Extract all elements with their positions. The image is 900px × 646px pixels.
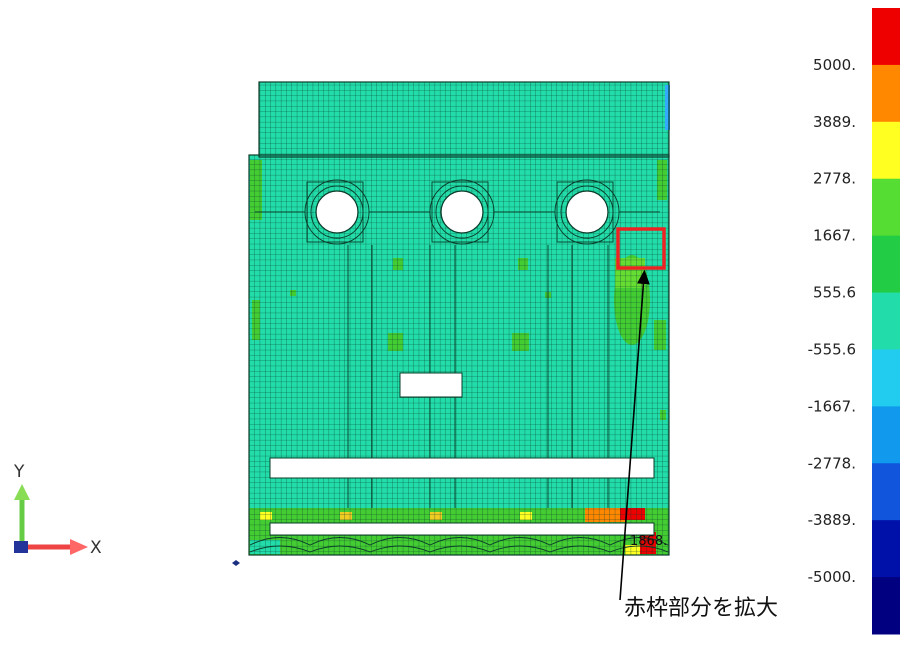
annotation-text: 赤枠部分を拡大 [624,596,778,621]
legend-swatch [872,64,900,123]
legend-labels: 5000. 3889. 2778. 1667. 555.6 -555.6 -1667. -27… [808,56,856,586]
legend-swatch [872,577,900,635]
legend-swatch [872,121,900,180]
legend-label: 3889. [813,113,856,131]
fem-model: 1868. [232,81,670,566]
axis-triad: Y X [13,462,102,558]
legend-label: 2778. [813,170,856,188]
color-legend [872,8,900,635]
legend-label: 1667. [813,227,856,245]
annotation-arrow [619,269,650,601]
legend-label: -555.6 [808,340,856,358]
legend-label: -2778. [808,454,856,472]
y-axis-label: Y [13,462,25,482]
legend-label: -1667. [808,397,856,415]
legend-swatch [872,292,900,350]
legend-swatch [872,406,900,464]
x-axis-label: X [90,538,102,558]
legend-label: -5000. [808,568,856,586]
legend-swatch [872,8,900,66]
legend-label: 5000. [813,56,856,74]
legend-swatch [872,178,900,237]
legend-swatch [872,520,900,578]
bolt-holes [315,190,609,234]
slots [269,372,655,536]
legend-label: -3889. [808,511,856,529]
highlight-box [616,227,666,270]
legend-swatch [872,349,900,407]
peak-value-label: 1868. [630,534,667,549]
legend-label: 555.6 [813,284,856,302]
legend-swatch [872,463,900,521]
legend-swatch [872,235,900,294]
